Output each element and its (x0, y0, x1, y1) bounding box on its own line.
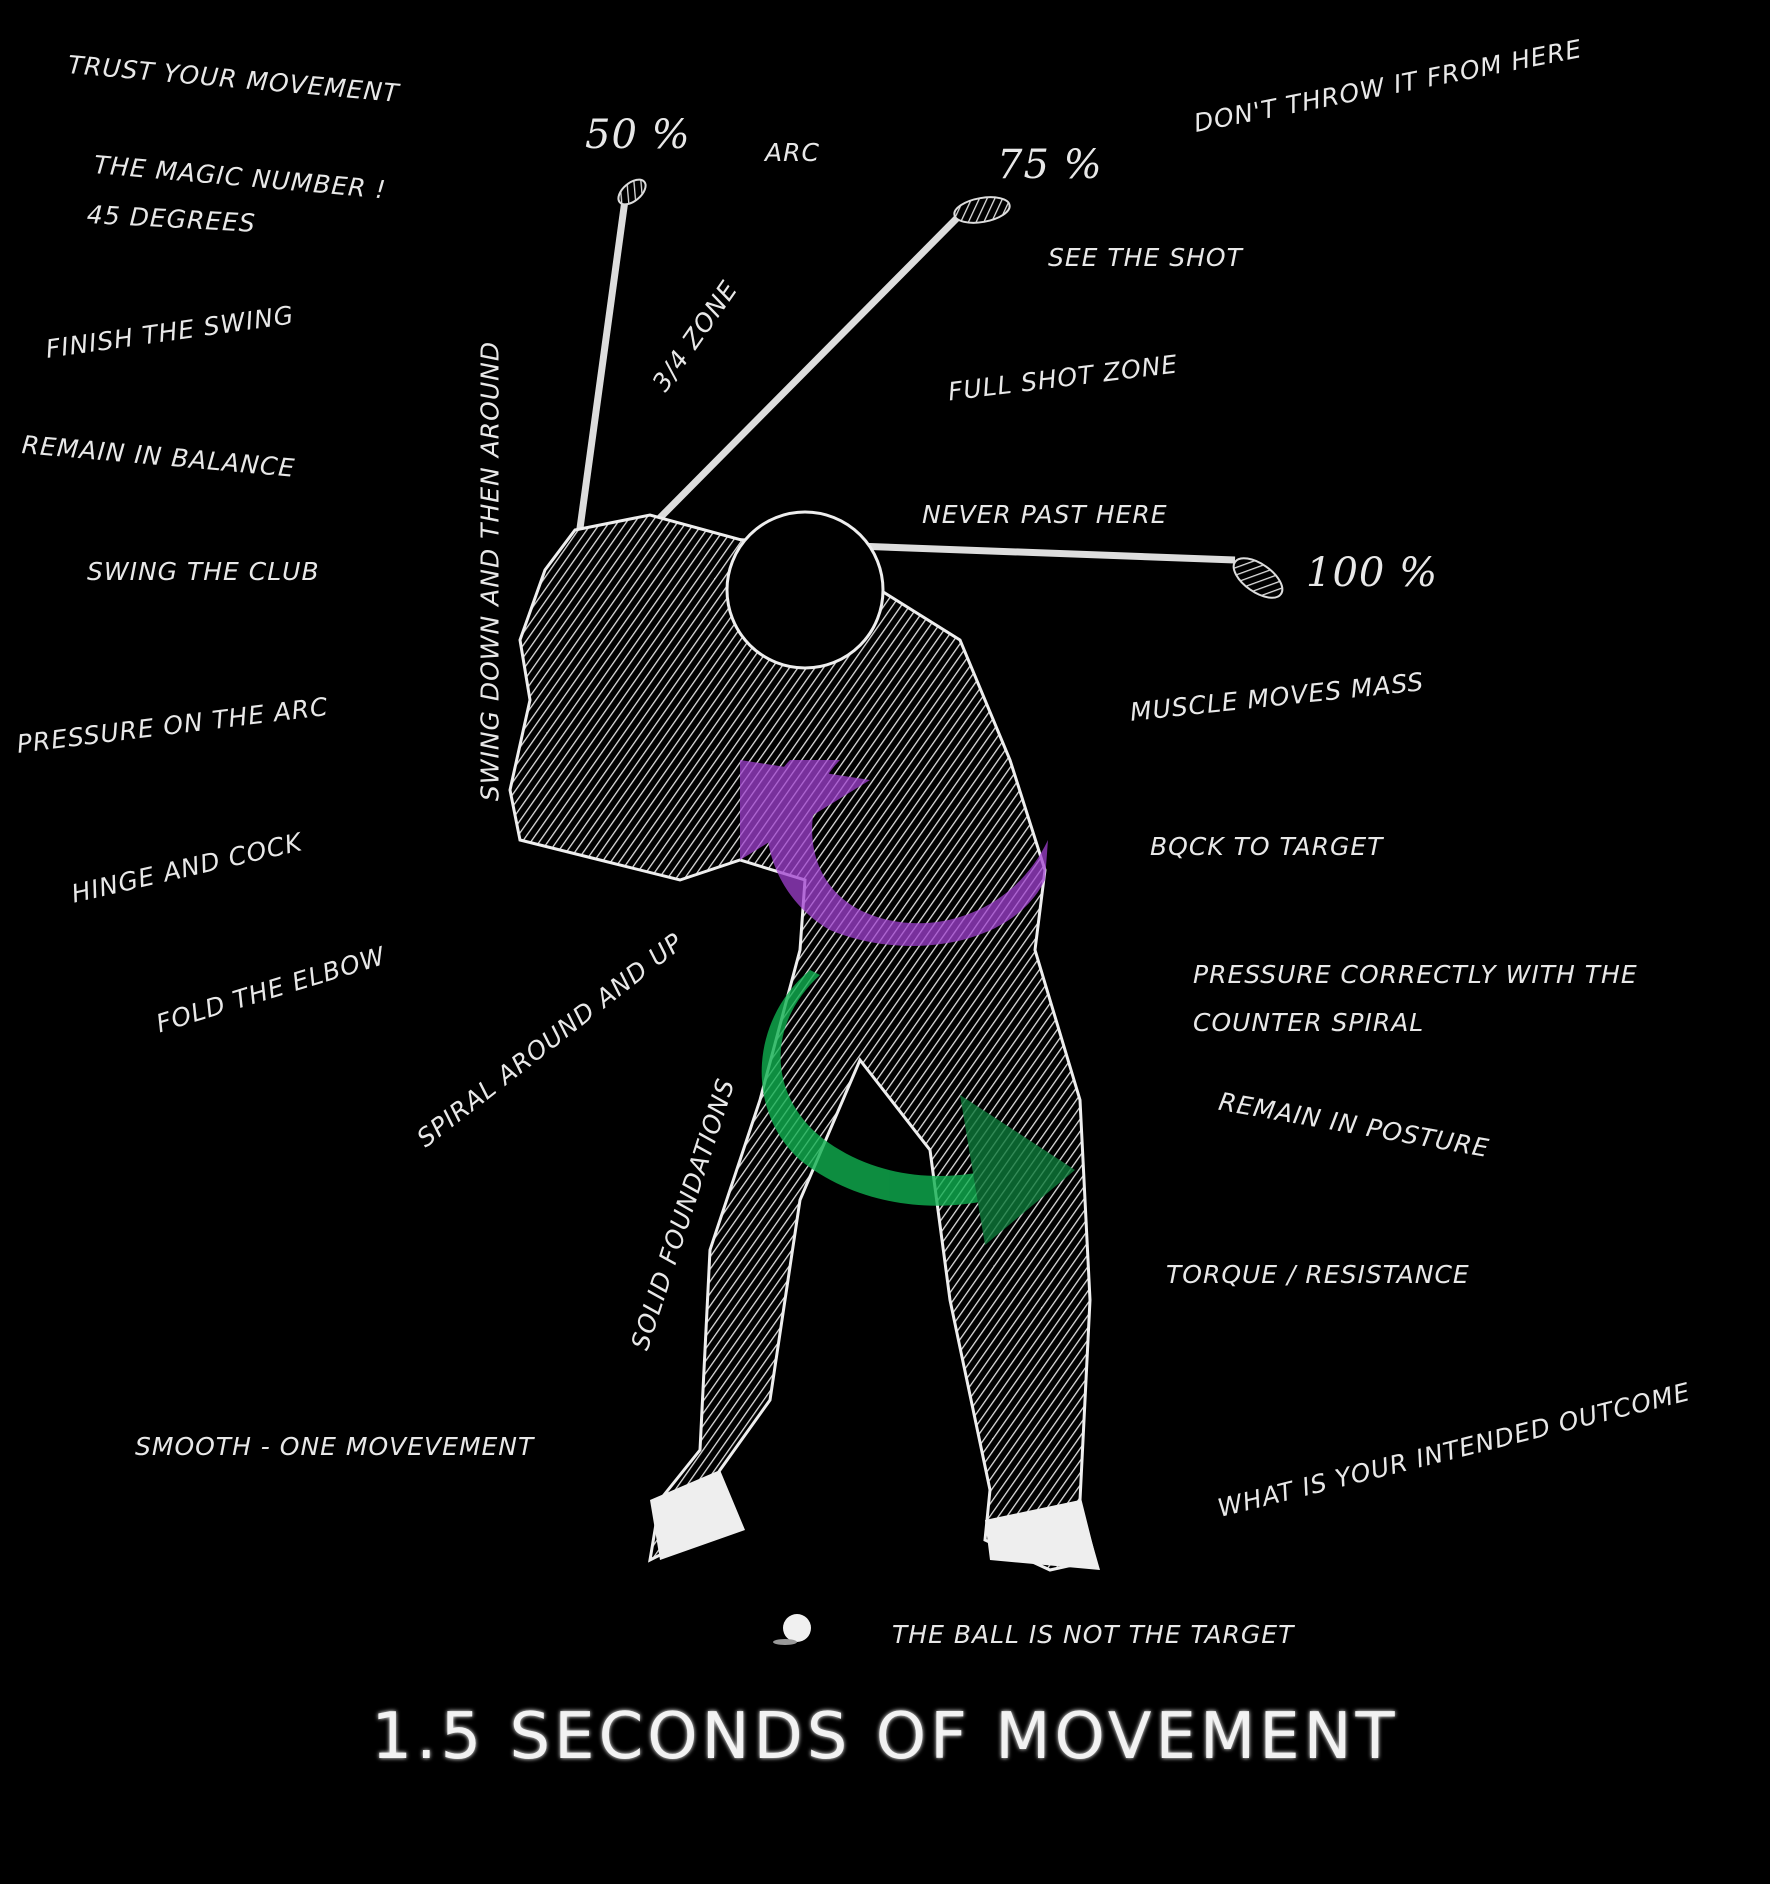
label-swing-down-and-then-around: SWING DOWN AND THEN AROUND (475, 340, 505, 802)
green-rotation-arrow (761, 970, 1075, 1245)
label-ball-not-target: THE BALL IS NOT THE TARGET (892, 1620, 1295, 1649)
label-smooth-one-movement: SMOOTH - ONE MOVEVEMENT (135, 1432, 535, 1461)
label-counter-spiral-line1: PRESSURE CORRECTLY WITH THE (1193, 960, 1638, 989)
club-75-percent (634, 196, 1011, 544)
label-see-the-shot: SEE THE SHOT (1048, 243, 1243, 272)
golf-ball (773, 1614, 811, 1645)
label-back-to-target: BQCK TO TARGET (1150, 832, 1384, 861)
label-75-percent: 75 % (997, 142, 1103, 188)
poster-title: 1.5 SECONDS OF MOVEMENT (371, 1700, 1399, 1774)
label-arc: ARC (765, 138, 820, 167)
label-swing-the-club: SWING THE CLUB (87, 557, 320, 586)
label-50-percent: 50 % (585, 112, 691, 158)
label-torque-resistance: TORQUE / RESISTANCE (1166, 1260, 1470, 1289)
purple-rotation-arrow (740, 760, 1048, 946)
label-100-percent: 100 % (1306, 550, 1439, 596)
golfer-body (508, 510, 1100, 1572)
label-never-past-here: NEVER PAST HERE (922, 500, 1168, 529)
label-counter-spiral-line2: COUNTER SPIRAL (1193, 1008, 1425, 1037)
